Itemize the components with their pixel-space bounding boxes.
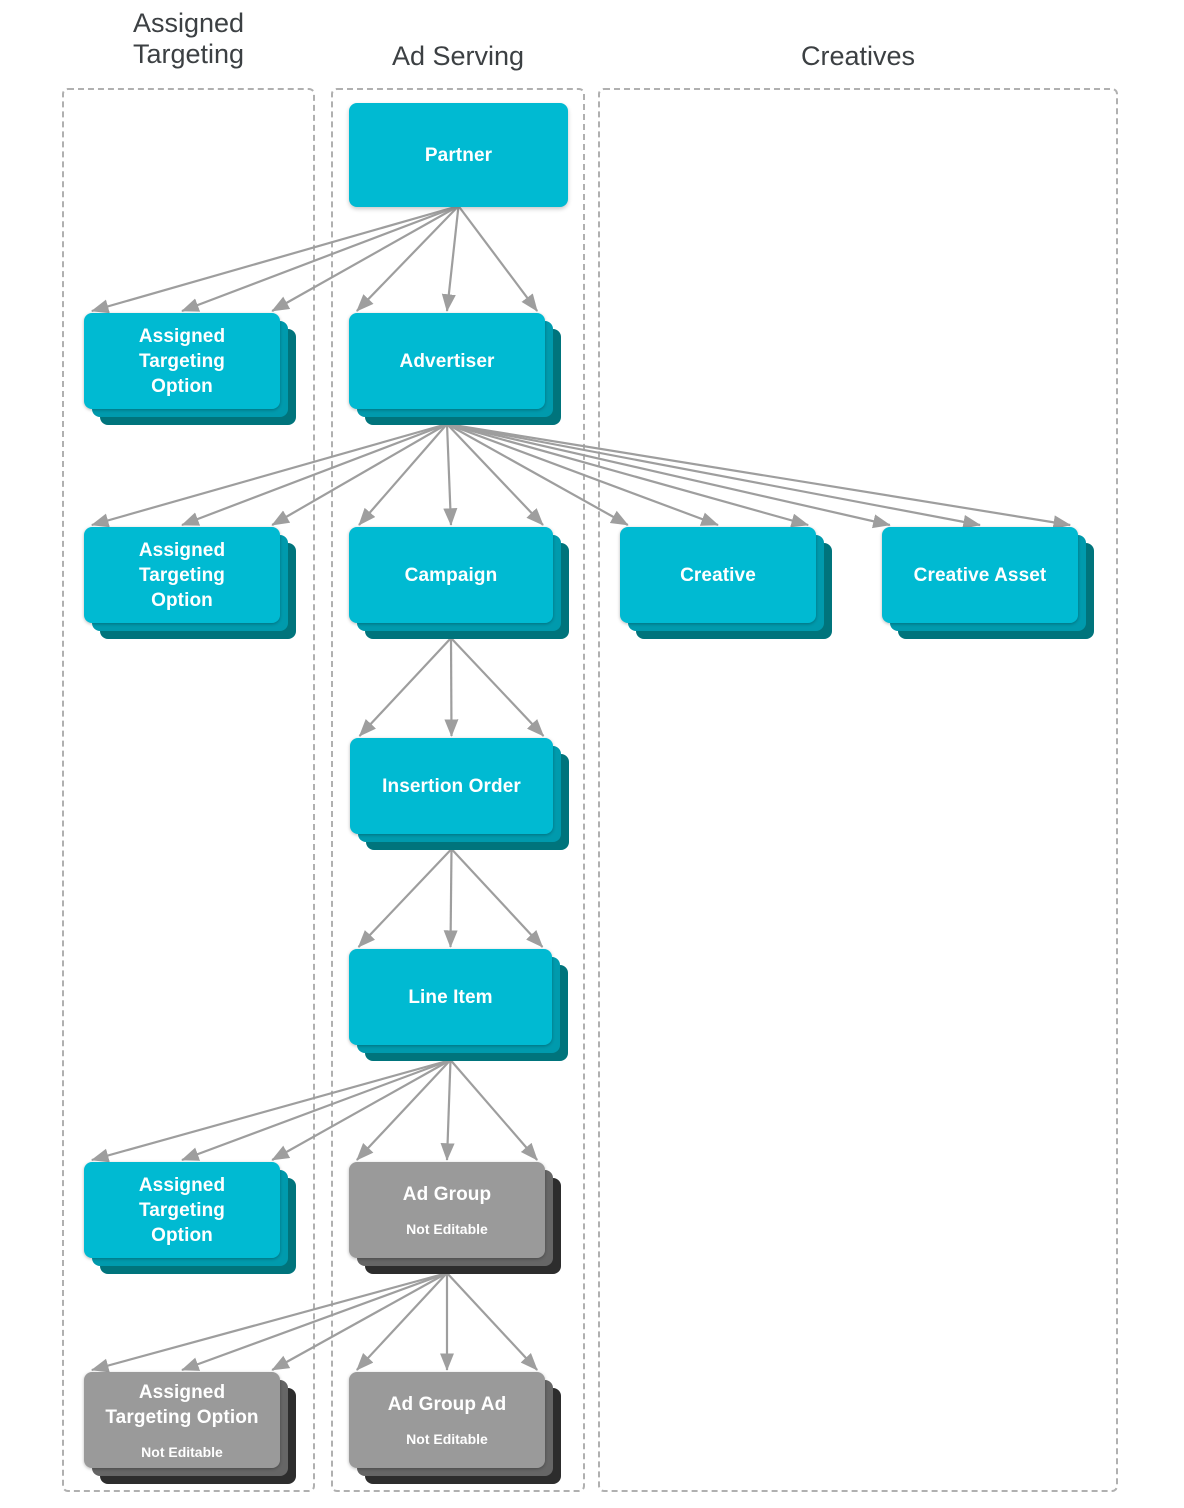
connector-arrow — [446, 422, 981, 529]
node-label: Assigned Targeting Option — [138, 539, 226, 611]
node-assigned-targeting-option-partner[interactable]: Assigned Targeting Option — [84, 313, 296, 425]
group-creatives — [598, 88, 1118, 1492]
connector-arrow — [440, 1059, 455, 1161]
connector-arrow — [457, 205, 539, 312]
node-card-ad-group-ad[interactable]: Ad Group Ad Not Editable — [349, 1372, 545, 1468]
node-label: Line Item — [408, 986, 493, 1008]
node-card-creative-asset[interactable]: Creative Asset — [882, 527, 1078, 623]
node-label: Advertiser — [399, 350, 495, 372]
node-label: Assigned Targeting Option — [138, 1174, 226, 1246]
node-label: Creative — [680, 564, 756, 586]
connector-arrow — [450, 848, 544, 948]
connector-arrow — [357, 848, 453, 948]
edge-line-item-to-ad-group — [356, 1059, 538, 1161]
connector-arrow — [449, 1059, 538, 1161]
connector-arrow — [446, 1272, 538, 1371]
column-header-creatives: Creatives — [800, 41, 916, 71]
connector-arrow — [446, 422, 891, 529]
node-label: Assigned Targeting Option — [105, 1381, 259, 1428]
group-ad-serving — [331, 88, 585, 1492]
edge-advertiser-to-assigned-targeting-option-advertiser — [90, 422, 448, 528]
node-creative[interactable]: Creative — [620, 527, 832, 639]
node-label: Insertion Order — [382, 775, 521, 797]
connector-arrow — [446, 422, 1072, 530]
connector-arrow — [443, 848, 458, 948]
connector-arrow — [358, 637, 452, 737]
connector-arrow — [271, 205, 460, 312]
node-card-assigned-targeting-option-line-item[interactable]: Assigned Targeting Option — [84, 1162, 280, 1258]
edge-partner-to-advertiser — [356, 205, 539, 312]
connector-arrow — [90, 204, 459, 314]
edge-advertiser-to-creative — [446, 422, 810, 528]
connector-arrow — [90, 422, 448, 528]
connector-arrow — [444, 637, 459, 737]
connector-arrow — [443, 423, 458, 526]
connector-arrow — [181, 422, 448, 527]
connector-arrow — [356, 1059, 452, 1161]
node-label: Creative Asset — [913, 564, 1047, 586]
edge-campaign-to-insertion-order — [358, 637, 545, 737]
node-label: Ad Group Ad — [387, 1394, 507, 1415]
edge-partner-to-assigned-targeting-option-partner — [90, 204, 460, 314]
connector-arrow — [358, 423, 448, 526]
connector-arrow — [90, 1058, 451, 1163]
node-label: Assigned Targeting Option — [138, 325, 226, 397]
edge-insertion-order-to-line-item — [357, 848, 544, 948]
connector-arrow — [356, 205, 460, 312]
connector-arrow — [450, 637, 545, 737]
node-label: Ad Group — [402, 1184, 492, 1205]
node-label: Partner — [424, 144, 493, 166]
node-card-assigned-targeting-option-advertiser[interactable]: Assigned Targeting Option — [84, 527, 280, 623]
edge-ad-group-to-assigned-targeting-option-ad-group — [90, 1271, 448, 1373]
edge-advertiser-to-creative-asset — [446, 422, 1072, 530]
connector-arrow — [90, 1271, 448, 1373]
node-sublabel-not-editable: Not Editable — [406, 1431, 488, 1447]
node-card-line-item[interactable]: Line Item — [349, 949, 552, 1045]
column-header-assigned-targeting: Assigned Targeting — [132, 8, 245, 69]
node-sublabel-not-editable: Not Editable — [141, 1443, 223, 1460]
node-assigned-targeting-option-line-item[interactable]: Assigned Targeting Option — [84, 1162, 296, 1274]
node-card-assigned-targeting-option-partner[interactable]: Assigned Targeting Option — [84, 313, 280, 409]
node-campaign[interactable]: Campaign — [349, 527, 569, 639]
connector-arrow — [441, 205, 460, 312]
node-card-advertiser[interactable]: Advertiser — [349, 313, 545, 409]
node-ad-group-ad[interactable]: Ad Group Ad Not Editable — [349, 1372, 561, 1484]
node-card-campaign[interactable]: Campaign — [349, 527, 553, 623]
connector-arrow — [181, 1058, 451, 1162]
connector-arrow — [271, 1059, 452, 1161]
connector-arrow — [446, 422, 810, 528]
edge-ad-group-to-ad-group-ad — [356, 1272, 538, 1371]
node-partner[interactable]: Partner — [349, 103, 568, 207]
node-card-partner[interactable]: Partner — [349, 103, 568, 207]
connector-arrow — [271, 1272, 448, 1371]
connector-arrow — [446, 423, 629, 526]
edge-advertiser-to-campaign — [358, 423, 544, 526]
connector-arrow — [271, 423, 448, 526]
node-creative-asset[interactable]: Creative Asset — [882, 527, 1094, 639]
node-advertiser[interactable]: Advertiser — [349, 313, 561, 425]
column-header-ad-serving: Ad Serving — [391, 41, 525, 71]
node-card-insertion-order[interactable]: Insertion Order — [350, 738, 553, 834]
connector-arrow — [356, 1272, 448, 1371]
connector-arrow — [181, 204, 459, 313]
group-assigned-targeting — [62, 88, 315, 1492]
node-label: Campaign — [404, 564, 498, 586]
connector-arrow — [446, 422, 719, 527]
edge-line-item-to-assigned-targeting-option-line-item — [90, 1058, 452, 1163]
node-card-creative[interactable]: Creative — [620, 527, 816, 623]
connector-arrow — [446, 423, 544, 526]
node-line-item[interactable]: Line Item — [349, 949, 568, 1061]
node-assigned-targeting-option-advertiser[interactable]: Assigned Targeting Option — [84, 527, 296, 639]
node-sublabel-not-editable: Not Editable — [406, 1221, 488, 1237]
node-insertion-order[interactable]: Insertion Order — [350, 738, 569, 850]
connector-arrow — [181, 1271, 448, 1372]
